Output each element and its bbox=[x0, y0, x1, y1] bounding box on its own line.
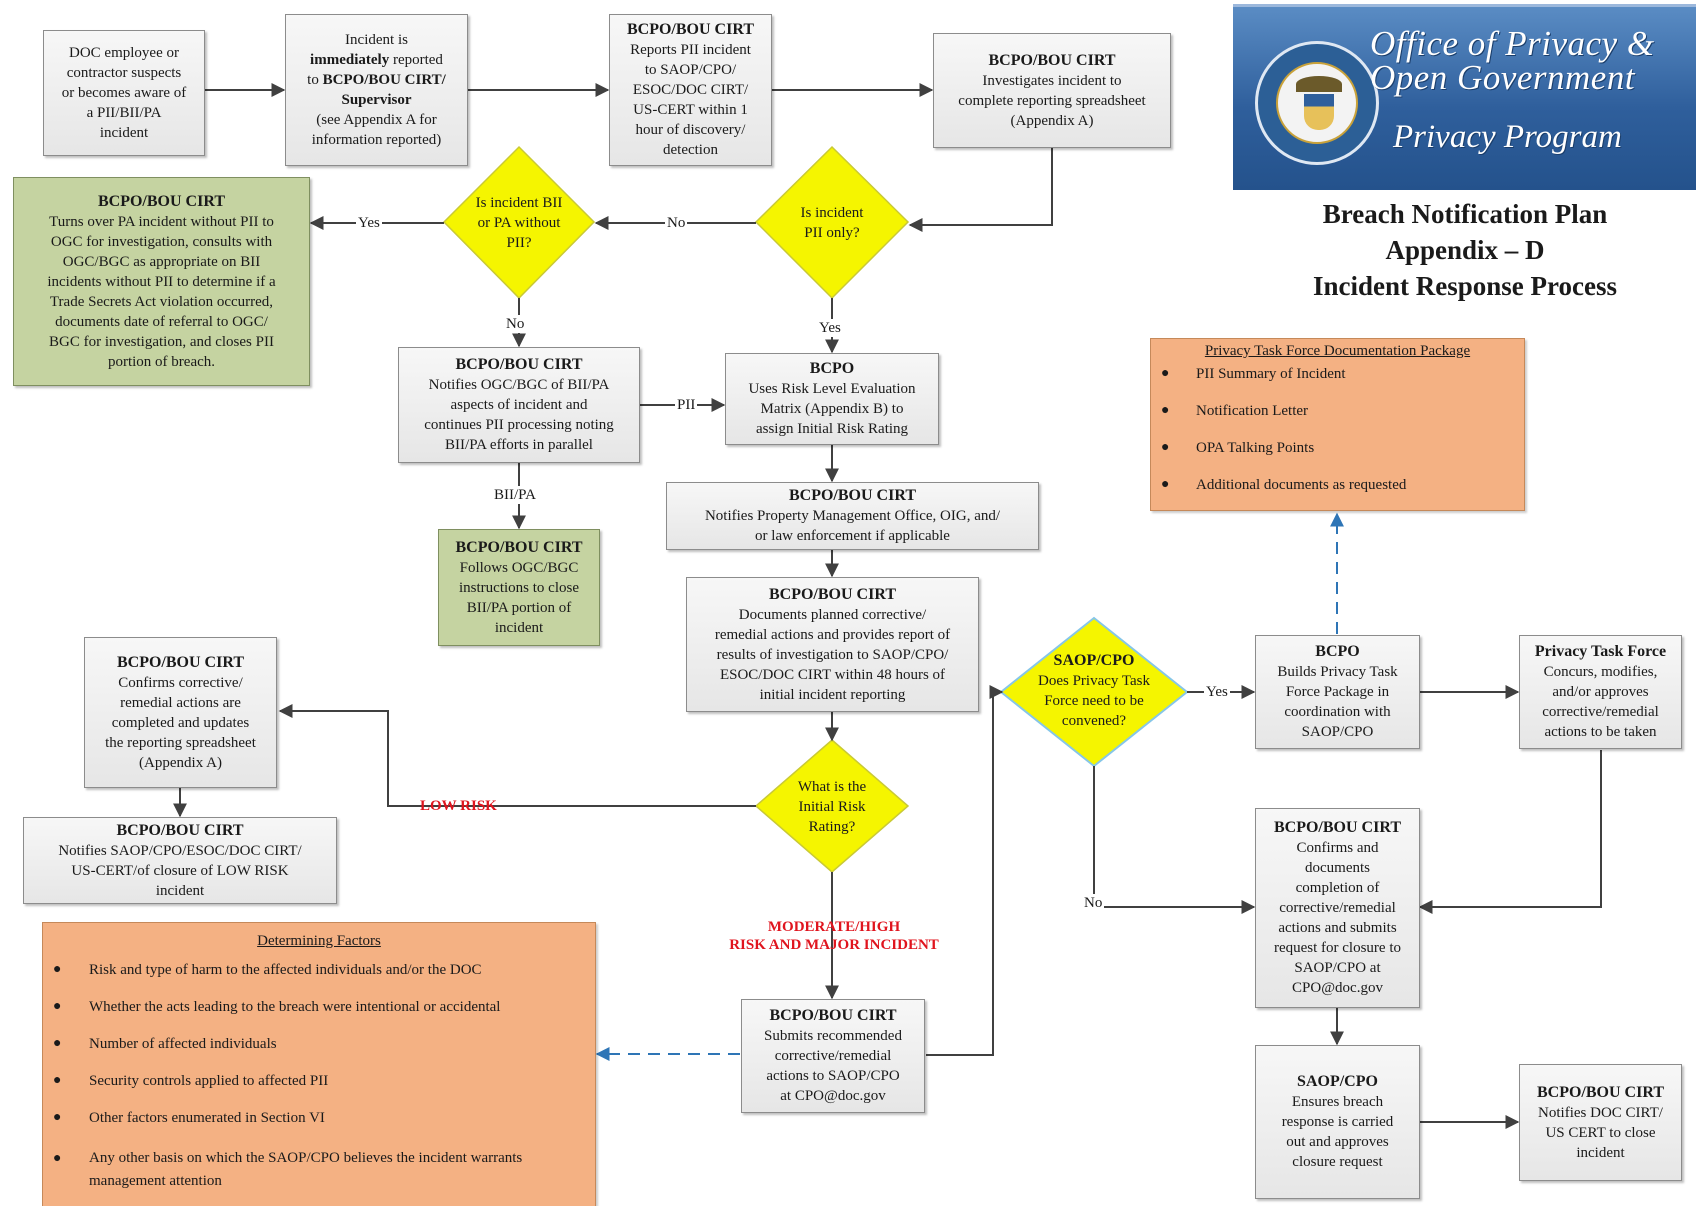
node-confirms-documents: BCPO/BOU CIRT Confirms and documents com… bbox=[1255, 808, 1420, 1008]
label-yes-bii-pa: Yes bbox=[356, 214, 382, 232]
node-reports-pii: BCPO/BOU CIRT Reports PII incident to SA… bbox=[609, 14, 772, 166]
arrow-submits-to-task-force bbox=[926, 685, 1004, 1056]
package-item: ●OPA Talking Points bbox=[1161, 440, 1315, 456]
node-follows-ogc: BCPO/BOU CIRT Follows OGC/BGC instructio… bbox=[438, 529, 600, 646]
node-investigates: BCPO/BOU CIRT Investigates incident to c… bbox=[933, 33, 1171, 148]
node-notifies-ogc: BCPO/BOU CIRT Notifies OGC/BGC of BII/PA… bbox=[398, 347, 640, 463]
office-banner: Office of Privacy & Open Government Priv… bbox=[1233, 4, 1696, 190]
page-title: Breach Notification Plan Appendix – D In… bbox=[1312, 199, 1617, 301]
node-immediately-reported: Incident is immediately reported to BCPO… bbox=[285, 14, 468, 166]
banner-program: Privacy Program bbox=[1393, 119, 1622, 155]
factor-item: ●Whether the acts leading to the breach … bbox=[53, 999, 501, 1015]
arrow-investigates-to-pii-only bbox=[908, 148, 1053, 232]
label-no-task-force: No bbox=[1082, 894, 1105, 912]
package-item: ●PII Summary of Incident bbox=[1161, 366, 1346, 382]
label-bii-pa: BII/PA bbox=[492, 486, 538, 504]
factor-item: ●Number of affected individuals bbox=[53, 1036, 277, 1052]
package-item: ●Additional documents as requested bbox=[1161, 477, 1407, 493]
task-force-package-panel: Privacy Task Force Documentation Package… bbox=[1150, 338, 1525, 511]
label-no-pii-only: No bbox=[665, 214, 688, 232]
label-yes-task-force: Yes bbox=[1204, 683, 1230, 701]
node-notifies-low-risk: BCPO/BOU CIRT Notifies SAOP/CPO/ESOC/DOC… bbox=[23, 817, 337, 904]
factor-item: ●Other factors enumerated in Section VI bbox=[53, 1110, 325, 1126]
node-notifies-pmo: BCPO/BOU CIRT Notifies Property Manageme… bbox=[666, 482, 1039, 550]
node-start: DOC employee or contractor suspects or b… bbox=[43, 30, 205, 156]
node-privacy-task-force: Privacy Task Force Concurs, modifies, an… bbox=[1519, 635, 1682, 749]
node-ensures-breach-response: SAOP/CPO Ensures breach response is carr… bbox=[1255, 1045, 1420, 1199]
node-submits-recommended: BCPO/BOU CIRT Submits recommended correc… bbox=[741, 999, 925, 1113]
decision-task-force: SAOP/CPO Does Privacy Task Force need to… bbox=[1038, 652, 1150, 729]
label-yes-pii-only: Yes bbox=[817, 319, 843, 337]
label-pii: PII bbox=[675, 396, 698, 414]
label-moderate-high: MODERATE/HIGH RISK AND MAJOR INCIDENT bbox=[729, 919, 939, 953]
decision-bii-pa: Is incident BII or PA without PII? bbox=[475, 195, 563, 251]
decision-pii-only: Is incident PII only? bbox=[800, 205, 864, 241]
package-item: ●Notification Letter bbox=[1161, 403, 1309, 419]
doc-seal-icon bbox=[1255, 41, 1379, 165]
label-no-bii-pa: No bbox=[504, 315, 527, 333]
label-low-risk: LOW RISK bbox=[420, 798, 497, 814]
determining-factors-panel: Determining Factors ●Risk and type of ha… bbox=[42, 922, 596, 1206]
banner-office-title: Office of Privacy & Open Government bbox=[1370, 24, 1655, 97]
task-force-package-title: Privacy Task Force Documentation Package bbox=[1204, 343, 1471, 359]
node-documents-corrective: BCPO/BOU CIRT Documents planned correcti… bbox=[686, 577, 979, 712]
factor-item: ●Security controls applied to affected P… bbox=[53, 1073, 329, 1089]
decision-risk-rating: What is the Initial Risk Rating? bbox=[797, 779, 867, 835]
node-risk-matrix: BCPO Uses Risk Level Evaluation Matrix (… bbox=[725, 353, 939, 445]
factor-item: ●Any other basis on which the SAOP/CPO b… bbox=[53, 1150, 523, 1189]
arrow-privacy-tf-to-confirms bbox=[1418, 750, 1602, 914]
node-turns-over-pa: BCPO/BOU CIRT Turns over PA incident wit… bbox=[13, 177, 310, 386]
arrow-task-force-no bbox=[1093, 766, 1256, 914]
arrow-low-risk bbox=[278, 704, 756, 807]
node-builds-package: BCPO Builds Privacy Task Force Package i… bbox=[1255, 635, 1420, 749]
node-notifies-close: BCPO/BOU CIRT Notifies DOC CIRT/ US CERT… bbox=[1519, 1064, 1682, 1181]
determining-factors-title: Determining Factors bbox=[257, 933, 381, 949]
factor-item: ●Risk and type of harm to the affected i… bbox=[53, 962, 482, 978]
node-confirms-corrective: BCPO/BOU CIRT Confirms corrective/ remed… bbox=[84, 637, 277, 788]
